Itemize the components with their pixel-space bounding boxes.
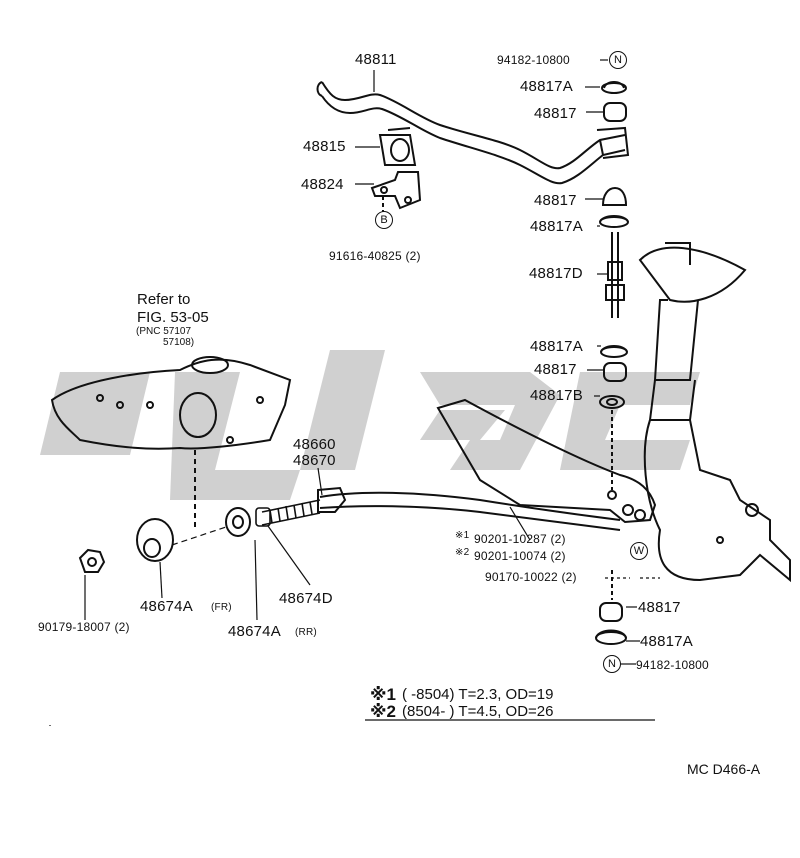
label-91616: 91616-40825 (2) <box>329 249 421 263</box>
label-48815: 48815 <box>303 138 346 155</box>
leader-lines <box>49 59 660 728</box>
link-stack <box>595 81 629 645</box>
label-48817D: 48817D <box>529 265 583 282</box>
reference-line2: FIG. 53-05 <box>137 309 209 326</box>
label-48817-1: 48817 <box>534 105 577 122</box>
footnote-1-text: ( -8504) T=2.3, OD=19 <box>402 686 554 703</box>
strut-assembly <box>638 242 791 583</box>
label-90170: 90170-10022 (2) <box>485 570 577 584</box>
reference-pnc2: 57108) <box>163 337 195 348</box>
bushing-48815 <box>378 127 417 166</box>
mark-2-small: ※2 <box>455 547 470 558</box>
cushions <box>78 507 251 573</box>
label-90201-2: 90201-10074 (2) <box>474 549 566 563</box>
label-48817-2: 48817 <box>534 192 577 209</box>
label-94182-top: 94182-10800 <box>497 53 570 67</box>
label-48674A-rr: 48674A <box>228 623 281 640</box>
marker-b-icon: B <box>375 211 393 229</box>
tag-fr: (FR) <box>211 602 232 613</box>
label-48817A-4: 48817A <box>640 633 693 650</box>
label-48660: 48660 <box>293 436 336 453</box>
label-48674A-fr: 48674A <box>140 598 193 615</box>
reference-pnc1: (PNC 57107 <box>136 326 192 337</box>
diagram-code: MC D466-A <box>687 761 761 777</box>
label-48817-3: 48817 <box>534 361 577 378</box>
footnote-2-text: (8504- ) T=4.5, OD=26 <box>402 703 554 720</box>
label-48817A-2: 48817A <box>530 218 583 235</box>
lower-arm <box>317 398 657 531</box>
label-94182-bottom: 94182-10800 <box>636 658 709 672</box>
watermark-logo <box>40 350 700 500</box>
label-90201-1: 90201-10287 (2) <box>474 532 566 546</box>
marker-w-icon: W <box>630 542 648 560</box>
threaded-rod <box>255 499 321 527</box>
tag-rr: (RR) <box>295 627 317 638</box>
label-48817A-3: 48817A <box>530 338 583 355</box>
footnote-2-mark: ※2 <box>370 702 396 721</box>
label-48811: 48811 <box>355 51 397 68</box>
bracket-48824 <box>370 171 422 212</box>
mark-1-small: ※1 <box>455 530 470 541</box>
marker-n-bottom-icon: N <box>603 655 621 673</box>
label-48670: 48670 <box>293 452 336 469</box>
reference-line1: Refer to <box>137 291 191 308</box>
suspension-member <box>50 356 292 530</box>
label-48817A-1: 48817A <box>520 78 573 95</box>
stabilizer-bar <box>316 81 630 185</box>
label-48674D: 48674D <box>279 590 333 607</box>
label-48817B: 48817B <box>530 387 583 404</box>
label-48817-4: 48817 <box>638 599 681 616</box>
footnote-1-mark: ※1 <box>370 685 396 704</box>
label-48824: 48824 <box>301 176 344 193</box>
marker-n-top-icon: N <box>609 51 627 69</box>
label-90179: 90179-18007 (2) <box>38 620 130 634</box>
